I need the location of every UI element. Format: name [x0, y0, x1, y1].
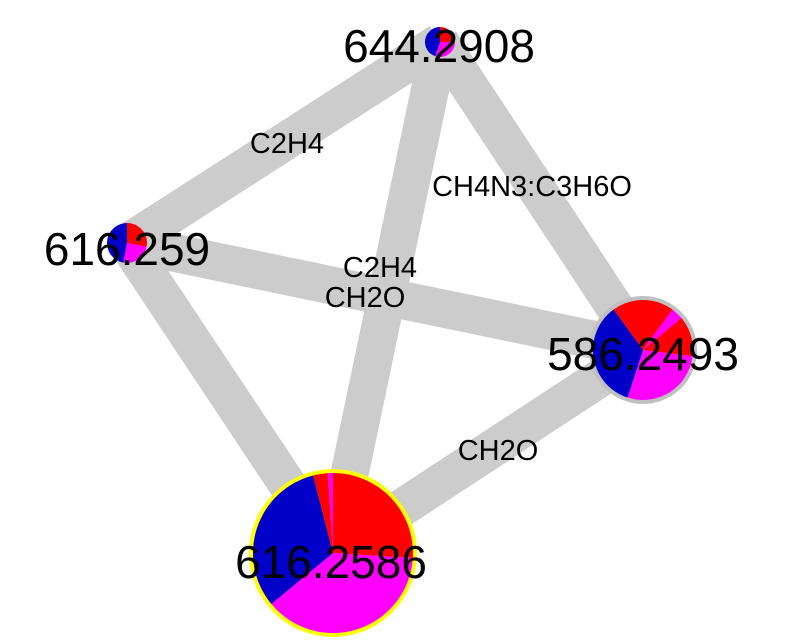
pie-slice-magenta	[327, 473, 333, 553]
pie-slice-red	[613, 300, 643, 350]
edge-n616259-n586	[123, 224, 647, 369]
node-label-n644: 644.2908	[343, 20, 535, 72]
node-n616259[interactable]	[106, 223, 147, 264]
edge-label-e3: C2H4	[343, 252, 417, 284]
node-label-n616258: 616.2586	[235, 536, 427, 588]
pie-slice-magenta	[627, 350, 693, 400]
pie-slice-blue	[425, 27, 440, 57]
pie-slice-magenta	[435, 42, 455, 57]
edge-n644-n586	[424, 31, 659, 361]
pie-slice-red	[313, 473, 333, 553]
pie-slice-red	[440, 27, 455, 42]
edge-label-e2: CH4N3:C3H6O	[432, 171, 632, 203]
node-label-n616259: 616.259	[44, 223, 210, 275]
pie-slice-blue	[106, 223, 127, 263]
edge-n644-n616259	[116, 26, 451, 259]
node-n644[interactable]	[425, 27, 455, 57]
pie-slice-blue	[593, 309, 643, 398]
edge-label-e4: CH2O	[325, 282, 406, 314]
node-n616258[interactable]	[249, 469, 417, 637]
node-labels-layer: 644.2908 616.259 586.2493 616.2586	[44, 20, 739, 588]
pie-slice-red	[333, 473, 413, 559]
pie-slice-red	[643, 300, 673, 350]
node-label-n586: 586.2493	[547, 328, 739, 380]
pie-slice-magenta	[271, 553, 413, 633]
node-n586[interactable]	[589, 296, 697, 404]
pie-slice-red	[643, 318, 693, 357]
pie-slice-red	[127, 223, 147, 247]
nodes-layer	[106, 27, 697, 637]
pie-slice-magenta	[643, 309, 682, 350]
edge-label-e6: CH2O	[458, 435, 539, 467]
pie-slice-magenta	[123, 243, 147, 264]
edge-label-e1: C2H4	[250, 128, 324, 160]
edges-layer	[111, 26, 659, 569]
pie-slice-blue	[253, 475, 333, 604]
